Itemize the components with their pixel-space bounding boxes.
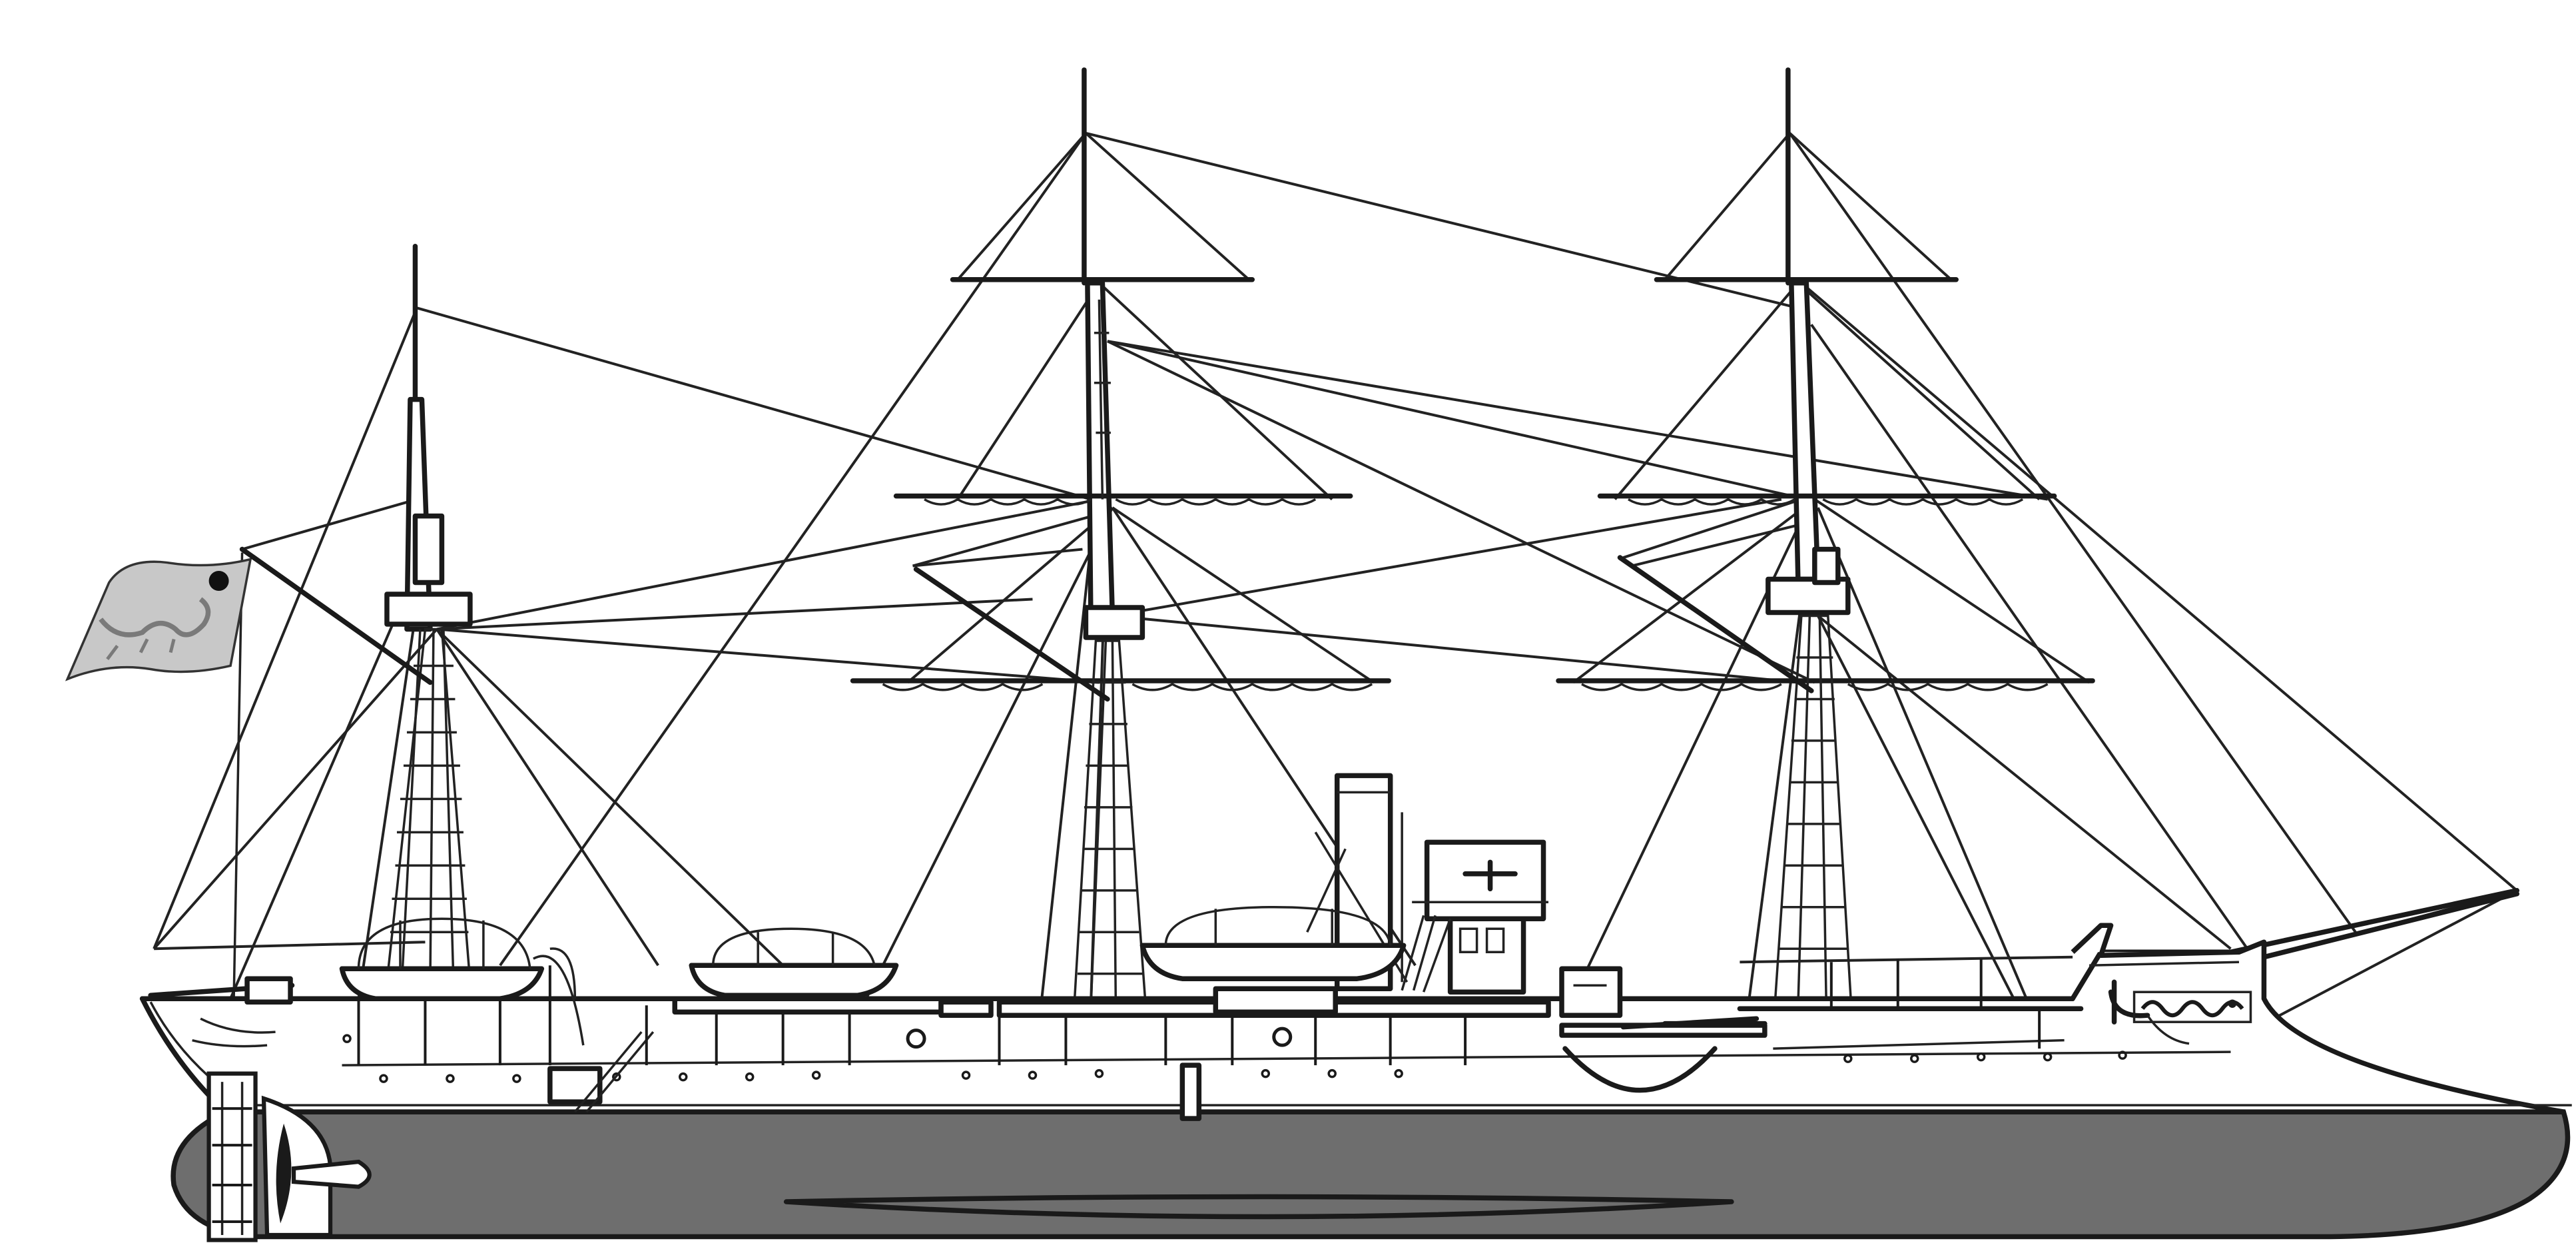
deck-structures <box>148 947 2084 1113</box>
dragon-flag-icon <box>65 552 252 999</box>
anchor-icon <box>2108 979 2190 1045</box>
mizzen-ratlines <box>1779 616 1848 1007</box>
hull <box>139 923 2572 1240</box>
bridge <box>1401 839 1549 995</box>
portholes <box>342 1034 2127 1083</box>
dragon-bow-ornament-icon <box>2132 991 2252 1023</box>
bowsprit <box>2228 888 2520 960</box>
lower-hull <box>170 1109 2571 1240</box>
main-ratlines <box>1077 299 1143 1007</box>
fore-ratlines <box>390 629 469 983</box>
fore-mast <box>239 244 473 983</box>
propeller-icon <box>276 1123 372 1224</box>
boat-midship <box>689 927 899 998</box>
boat-fore <box>339 917 545 1001</box>
mizzen-mast <box>1556 67 2095 1009</box>
rigging <box>153 131 2518 1050</box>
boat-aft <box>1139 906 1407 981</box>
